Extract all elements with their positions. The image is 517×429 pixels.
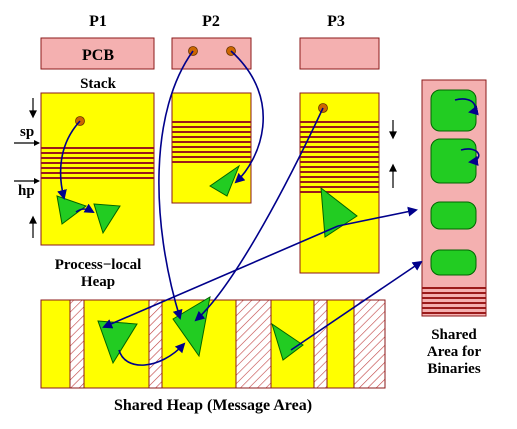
heap-object xyxy=(56,195,88,225)
pointer-arrow xyxy=(454,98,479,116)
pcb-label: PCB xyxy=(82,47,114,64)
process-label-p1: P1 xyxy=(89,13,107,30)
shared-area-label-line1: Shared xyxy=(431,327,477,343)
pointer-arrow xyxy=(158,50,194,320)
pointer-arrow xyxy=(57,120,81,200)
p2-stripes xyxy=(172,121,251,163)
binaries-stripes xyxy=(422,287,486,314)
process-local-heap-label-line2: Heap xyxy=(81,274,115,290)
heap-object xyxy=(93,203,121,235)
shared-heap-free-region xyxy=(353,299,386,389)
pointer-arrow xyxy=(102,225,339,329)
binary-object xyxy=(430,89,477,132)
binary-object xyxy=(430,138,477,184)
heap-object xyxy=(320,186,358,238)
heap-object xyxy=(97,320,138,365)
pcb-box-p3 xyxy=(299,37,380,70)
pointer-arrow xyxy=(194,107,324,322)
pointer-arrow xyxy=(230,50,264,184)
pointer-arrow xyxy=(75,203,95,213)
sp-label: sp xyxy=(20,124,34,140)
hp-arrowhead-icon xyxy=(34,178,40,184)
process-label-p2: P2 xyxy=(202,13,220,30)
shared-area-label-line2: Area for xyxy=(427,344,482,360)
process-local-heap-label-line1: Process−local xyxy=(55,257,142,273)
pointer-arrows xyxy=(57,50,480,366)
shared-heap-free-region xyxy=(148,299,163,389)
pcb-box-p1 xyxy=(40,37,155,70)
pointer-arrow xyxy=(118,342,186,366)
hp-label: hp xyxy=(18,183,35,199)
pointer-arrow xyxy=(337,206,418,227)
heap-object xyxy=(271,322,304,361)
heap-object xyxy=(209,164,241,197)
shared-heap-label: Shared Heap (Message Area) xyxy=(114,397,312,414)
shared-heap-block xyxy=(40,299,386,389)
pointer-arrow xyxy=(290,260,423,351)
sp-arrowhead-icon xyxy=(34,140,40,146)
shared-area-label-line3: Binaries xyxy=(427,361,480,377)
shared-heap-free-region xyxy=(69,299,85,389)
p1-stripes xyxy=(41,147,154,179)
binary-object xyxy=(430,201,477,230)
growth-arrows xyxy=(29,98,397,238)
process-label-p3: P3 xyxy=(327,13,345,30)
pointer-arrow xyxy=(460,148,480,166)
shared-heap-free-region xyxy=(313,299,328,389)
stack-label: Stack xyxy=(80,76,116,92)
shared-heap-free-region xyxy=(235,299,272,389)
binary-object xyxy=(430,249,477,276)
